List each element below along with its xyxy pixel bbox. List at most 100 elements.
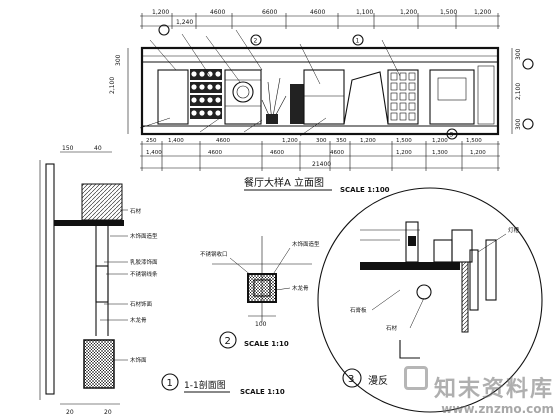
detail3-number: 3 (348, 374, 354, 385)
detail3-wall (461, 261, 469, 333)
callout-number: 1 (356, 38, 360, 45)
lattice-medallion-inner (236, 85, 250, 99)
leader-line (149, 39, 177, 71)
watermark-url: www.znzmo.com (441, 402, 554, 416)
top-dim-label: 6600 (262, 9, 277, 16)
section-top-dim-label: 40 (94, 145, 102, 152)
top-dim-ticks (141, 13, 499, 29)
lattice-circle (191, 84, 197, 90)
leader-line (235, 29, 263, 71)
elevation-title: 餐厅大样A 立面图 (244, 176, 324, 189)
leader-line (299, 43, 321, 85)
top-dim-label: 1,240 (176, 19, 193, 26)
lattice-medallion (232, 81, 254, 103)
right-dim-label: 300 (515, 118, 522, 130)
lattice-circle (199, 84, 205, 90)
leader-line (243, 119, 263, 133)
stone-block-top (81, 183, 123, 221)
leader-line (271, 247, 291, 277)
watermark-logo-icon (404, 366, 428, 390)
right-dim-label: 2,100 (515, 83, 522, 100)
lattice-circle (215, 110, 221, 116)
bottom-dim-ticks (141, 141, 499, 171)
lattice-circle (215, 97, 221, 103)
section-callout-marker (158, 24, 170, 36)
bottom-dim-label: 4600 (330, 150, 344, 156)
bottom-dim-label: 1,400 (168, 138, 184, 144)
end-panel (477, 65, 495, 125)
wall-strip (45, 163, 55, 395)
lattice-circle (199, 110, 205, 116)
circle-grid-panel (190, 69, 222, 119)
detail3-slab (360, 262, 460, 270)
detail3-bracket (399, 340, 420, 359)
section-leaders (100, 209, 128, 361)
elevation-view: 1,200 1,240 4600 6600 4600 1,100 1,200 1… (109, 9, 534, 194)
overall-dim-label: 21400 (312, 161, 331, 168)
detail2-label: 木龙骨 (292, 284, 309, 292)
top-dim-label: 1,200 (152, 9, 169, 16)
leader-line (409, 297, 425, 329)
lattice-cell (390, 112, 398, 121)
lattice-circle (207, 97, 213, 103)
lattice-cell (408, 102, 416, 111)
leader-line (205, 35, 241, 83)
leader-line (381, 39, 401, 77)
bottom-dim-label: 4600 (208, 150, 222, 156)
section-label: 石材饰面 (130, 300, 153, 308)
top-dim-label: 1,100 (356, 9, 373, 16)
door-panel (429, 69, 475, 125)
detail2-leaders (229, 247, 291, 291)
section-detail-box (95, 265, 109, 303)
lattice-circle (191, 110, 197, 116)
base-block (83, 339, 115, 389)
top-dim-label: 4600 (310, 9, 325, 16)
lattice-cell (390, 92, 398, 101)
bottom-dim-label: 1,200 (360, 138, 376, 144)
section-title: 1-1剖面图 (184, 379, 226, 391)
detail2-scale: SCALE 1:10 (244, 340, 289, 348)
bottom-dim-label: 4600 (270, 150, 284, 156)
section-callout-marker (522, 58, 534, 70)
section-number-circle (161, 373, 179, 391)
dark-column (290, 84, 304, 124)
detail2-number: 2 (225, 336, 231, 347)
detail3-label: 石膏板 (350, 306, 367, 314)
callout-number: 2 (254, 38, 258, 45)
left-dim-label: 300 (115, 54, 122, 66)
section-bottom-dim-label: 20 (66, 409, 74, 416)
watermark: 知末资料库 www.znzmo.com (404, 364, 554, 416)
plant-decor (261, 77, 287, 124)
elevation-scale: SCALE 1:100 (340, 186, 390, 194)
detail2-label: 木饰面造型 (292, 240, 320, 248)
section-bottom-dim-label: 20 (104, 409, 112, 416)
detail3-label: 灯槽 (508, 226, 520, 234)
section-scale: SCALE 1:10 (240, 388, 285, 396)
section-label: 木饰面 (130, 356, 147, 364)
detail-3: 灯槽 石材 石膏板 3 漫反 (317, 187, 543, 413)
detail3-panel (485, 239, 497, 301)
bottom-dim-label: 300 (316, 138, 327, 144)
door-inset (437, 77, 467, 101)
detail3-light-box (433, 239, 453, 263)
leader-line (477, 233, 507, 253)
detail3-lamp (416, 284, 432, 300)
top-dim-label: 1,500 (440, 9, 457, 16)
lattice-circle (215, 84, 221, 90)
lattice-cell (390, 102, 398, 111)
bottom-dim-label: 1,500 (466, 138, 482, 144)
panel-right (387, 69, 419, 125)
leader-line (139, 117, 171, 129)
panel-left (157, 69, 189, 125)
bottom-dim-label: 1,300 (432, 150, 448, 156)
detail2-dim: 100 (255, 321, 267, 328)
lattice-circle (207, 71, 213, 77)
lattice-cell (399, 92, 407, 101)
section-label: 木饰面造型 (130, 232, 158, 240)
lattice-circle (207, 84, 213, 90)
top-dim-label: 4600 (210, 9, 225, 16)
detail3-trough (451, 229, 473, 263)
lattice-cell (408, 92, 416, 101)
detail2-core (253, 279, 271, 297)
